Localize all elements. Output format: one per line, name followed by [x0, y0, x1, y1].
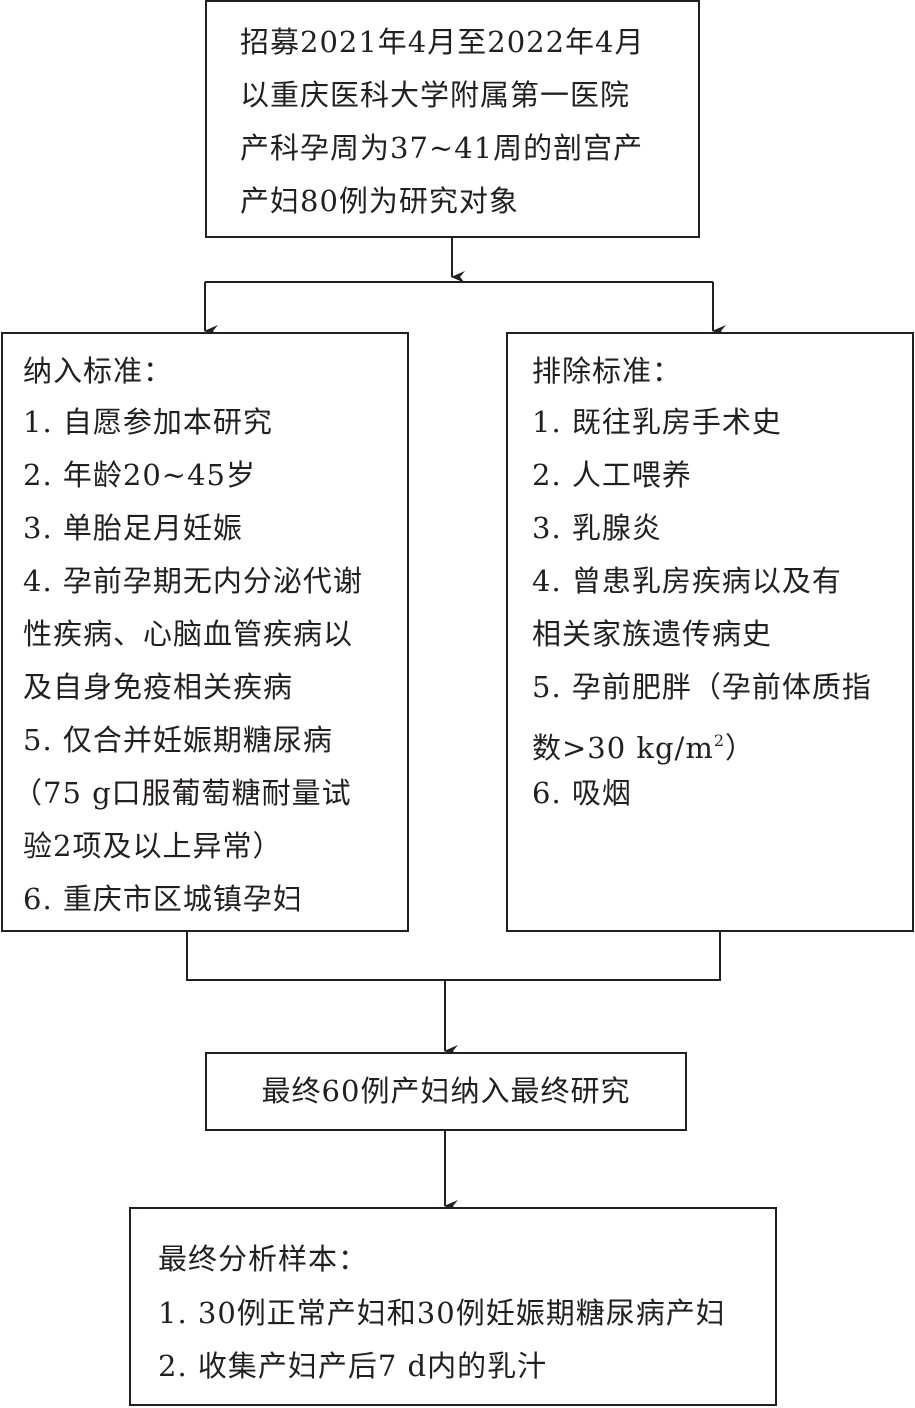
inclusion-title: 纳入标准：	[23, 354, 174, 388]
inclusion-item: 性疾病、心脑血管疾病以	[23, 617, 354, 651]
sample-item: 1. 30例正常产妇和30例妊娠期糖尿病产妇	[158, 1296, 726, 1330]
exclusion-item: 3. 乳腺炎	[532, 511, 662, 545]
sample-box: 最终分析样本： 1. 30例正常产妇和30例妊娠期糖尿病产妇 2. 收集产妇产后…	[129, 1207, 777, 1406]
inclusion-box: 纳入标准： 1. 自愿参加本研究 2. 年龄20~45岁 3. 单胎足月妊娠 4…	[1, 332, 409, 932]
merge-line	[186, 930, 721, 981]
exclusion-item: 6. 吸烟	[532, 776, 632, 810]
sample-title: 最终分析样本：	[158, 1242, 369, 1276]
final-text: 最终60例产妇纳入最终研究	[261, 1074, 631, 1108]
inclusion-item: 4. 孕前孕期无内分泌代谢	[23, 564, 363, 598]
recruit-box: 招募2021年4月至2022年4月 以重庆医科大学附属第一医院 产科孕周为37~…	[205, 0, 700, 238]
exclusion-item: 2. 人工喂养	[532, 458, 692, 492]
inclusion-item: （75 g口服葡萄糖耐量试	[13, 776, 352, 810]
exclusion-item: 1. 既往乳房手术史	[532, 405, 782, 439]
final-box: 最终60例产妇纳入最终研究	[205, 1052, 687, 1131]
bmi-superscript: 2	[713, 731, 726, 750]
recruit-line: 招募2021年4月至2022年4月	[240, 25, 645, 59]
recruit-line: 产妇80例为研究对象	[240, 184, 519, 218]
inclusion-item: 5. 仅合并妊娠期糖尿病	[23, 723, 333, 757]
inclusion-item: 及自身免疫相关疾病	[23, 670, 294, 704]
inclusion-item: 验2项及以上异常）	[23, 829, 283, 863]
inclusion-item: 1. 自愿参加本研究	[23, 405, 273, 439]
exclusion-box: 排除标准： 1. 既往乳房手术史 2. 人工喂养 3. 乳腺炎 4. 曾患乳房疾…	[506, 332, 914, 932]
bmi-close: ）	[725, 731, 756, 765]
exclusion-item: 4. 曾患乳房疾病以及有	[532, 564, 842, 598]
exclusion-title: 排除标准：	[532, 354, 683, 388]
recruit-line: 以重庆医科大学附属第一医院	[240, 78, 631, 112]
inclusion-item: 6. 重庆市区城镇孕妇	[23, 882, 303, 916]
inclusion-item: 3. 单胎足月妊娠	[23, 511, 243, 545]
exclusion-item: 5. 孕前肥胖（孕前体质指	[532, 670, 872, 704]
exclusion-item-bmi: 数>30 kg/m2）	[532, 714, 755, 775]
recruit-line: 产科孕周为37~41周的剖宫产	[240, 131, 644, 165]
bmi-text: 数>30 kg/m	[532, 731, 714, 765]
exclusion-item: 相关家族遗传病史	[532, 617, 773, 651]
inclusion-item: 2. 年龄20~45岁	[23, 458, 256, 492]
sample-item: 2. 收集产妇产后7 d内的乳汁	[158, 1349, 548, 1383]
